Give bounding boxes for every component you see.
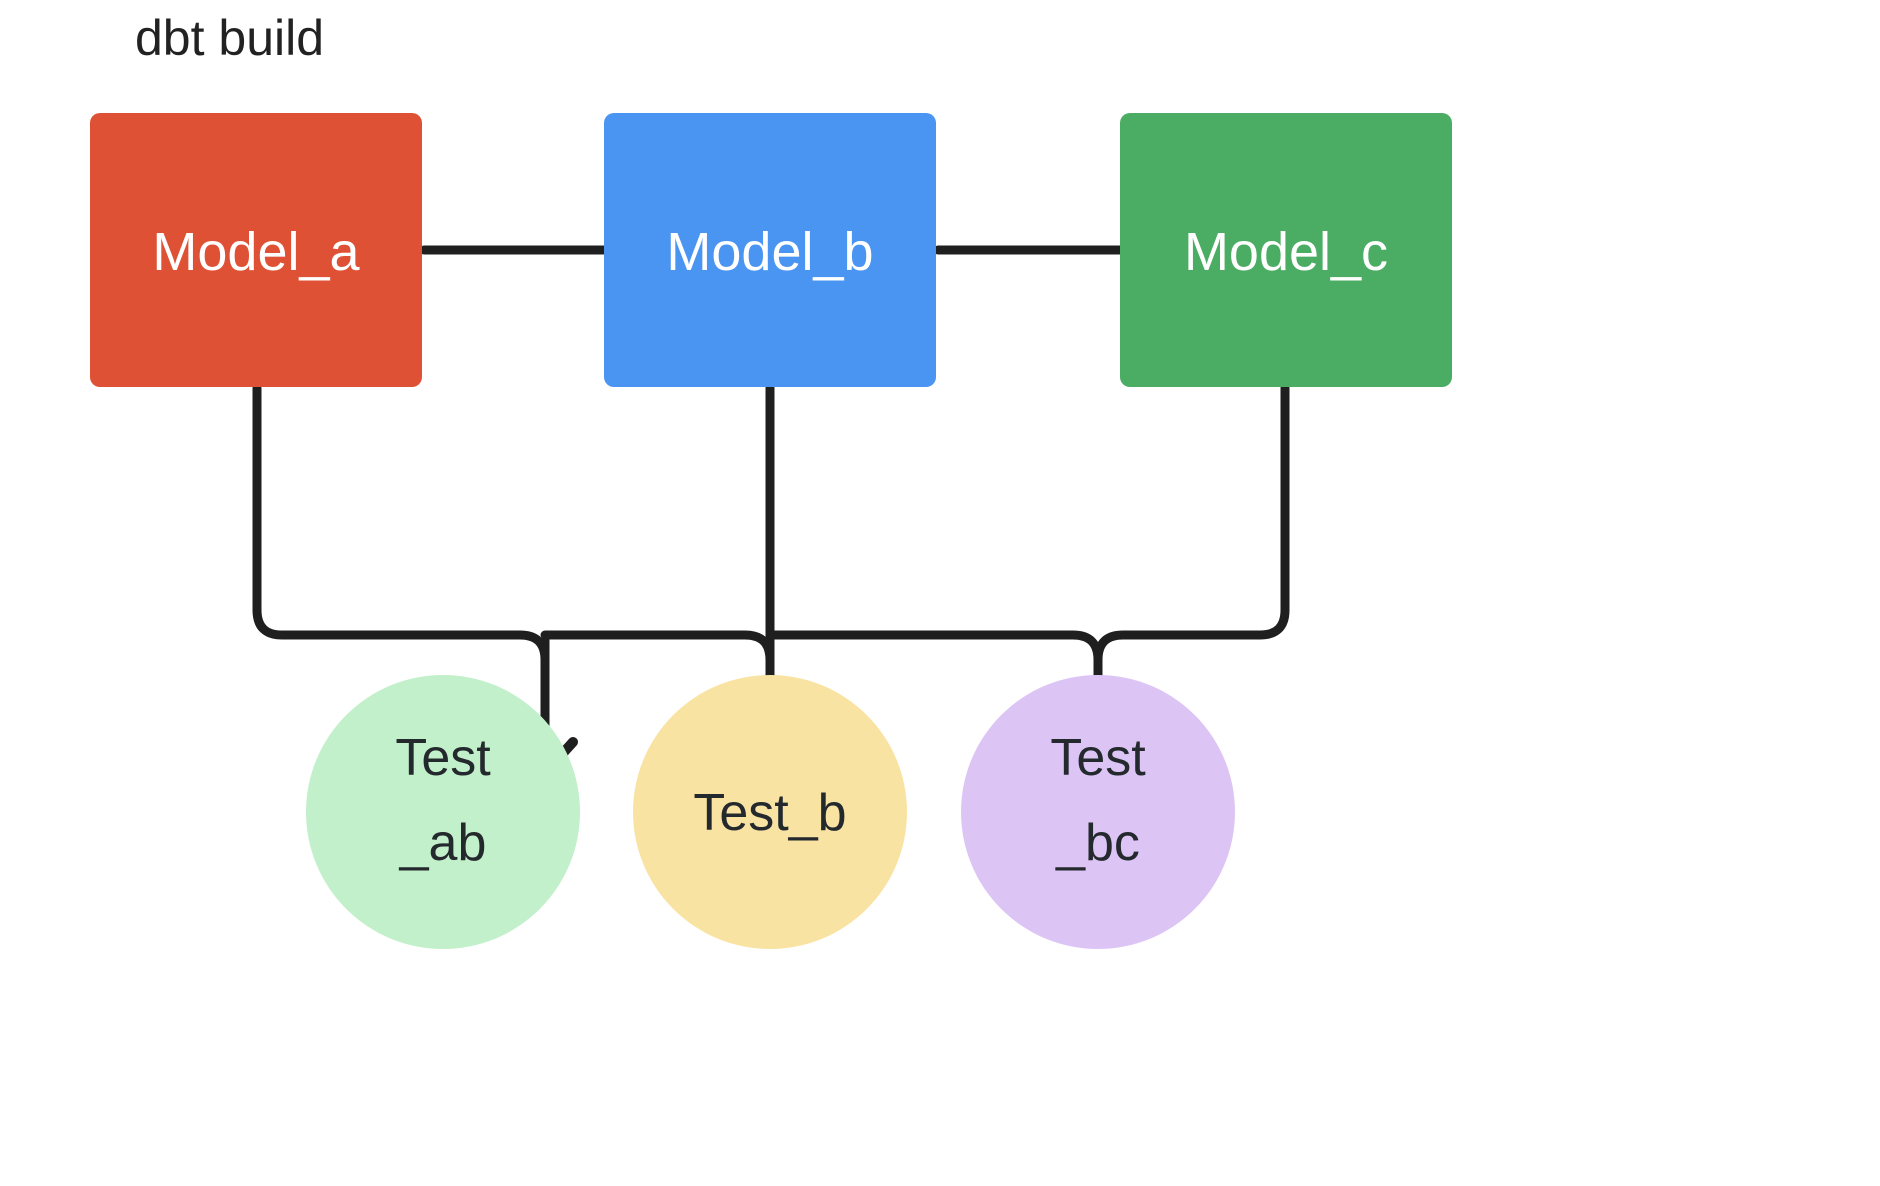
test-b-circle[interactable] [633,675,907,949]
test-ab-label-line1: Test [395,729,491,787]
edge-line-a-bus [252,383,550,665]
model-a-label: Model_a [152,222,360,282]
model-nodes-layer: Model_a Model_b Model_c [90,113,1452,387]
test-ab-circle[interactable] [306,675,580,949]
test-bc-circle[interactable] [961,675,1235,949]
edge-model-c-to-bus [1093,383,1290,665]
edge-bus [540,630,1103,665]
model-c-label: Model_c [1184,222,1388,282]
edge-line-c-bus [1093,383,1290,665]
test-bc-label-line1: Test [1050,729,1146,787]
test-bc-label-line2: _bc [1055,814,1140,872]
page-title: dbt build [135,10,324,66]
model-b-label: Model_b [666,222,873,282]
model-a-rect[interactable] [90,113,422,387]
node-test-b[interactable]: Test_b [633,675,907,949]
test-b-label: Test_b [693,784,846,842]
node-model-c[interactable]: Model_c [1120,113,1452,387]
model-c-rect[interactable] [1120,113,1452,387]
node-model-b[interactable]: Model_b [604,113,936,387]
edge-line-bus-left [540,630,775,665]
edge-line-bus-right [765,630,1103,665]
node-model-a[interactable]: Model_a [90,113,422,387]
model-b-rect[interactable] [604,113,936,387]
test-nodes-layer: Test _ab Test_b Test _bc [306,675,1235,949]
test-ab-label-line2: _ab [399,814,487,872]
node-test-ab[interactable]: Test _ab [306,675,580,949]
edge-model-a-to-bus [252,383,550,665]
node-test-bc[interactable]: Test _bc [961,675,1235,949]
